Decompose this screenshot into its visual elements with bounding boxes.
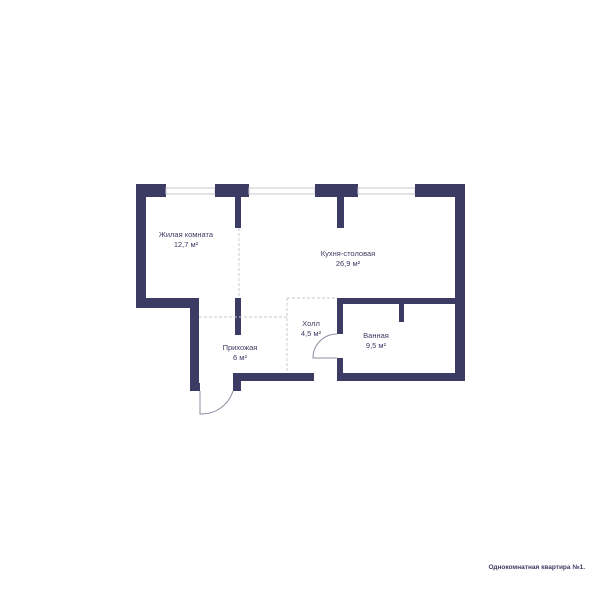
room-area-bath: 9,5 м²: [366, 341, 387, 350]
room-name-kitchen: Кухня-столовая: [321, 249, 375, 258]
bottom-wall-left-stub: [190, 383, 200, 391]
top-wall-right-segment: [415, 184, 465, 197]
partition-living-kitchen-upper: [235, 197, 241, 228]
room-area-entry: 6 м²: [233, 353, 247, 362]
bathroom-left-wall-lower: [337, 358, 343, 381]
entrance-door: [199, 390, 234, 415]
left-wall-lower: [190, 298, 199, 391]
left-wall-upper: [136, 184, 146, 308]
window-2: [248, 187, 316, 195]
bathroom-left-wall-upper: [337, 298, 343, 334]
room-name-hall: Холл: [302, 319, 320, 328]
top-wall-pier-1: [215, 184, 249, 197]
window-1: [165, 187, 216, 195]
room-area-living: 12,7 м²: [174, 240, 199, 249]
room-area-hall: 4,5 м²: [301, 329, 322, 338]
right-wall: [455, 184, 465, 381]
bottom-wall-main-right: [338, 373, 465, 381]
partition-living-kitchen-lower: [235, 298, 241, 335]
bathroom-niche-wall: [399, 298, 404, 322]
top-wall-pier-2: [315, 184, 358, 197]
room-area-kitchen: 26,9 м²: [336, 259, 361, 268]
partition-stub-top: [337, 197, 344, 228]
room-name-bath: Ванная: [363, 331, 389, 340]
bathroom-door: [312, 333, 338, 359]
bottom-wall-main-left: [233, 373, 314, 381]
living-room-bottom-wall: [136, 298, 194, 308]
bottom-wall-jamb: [233, 373, 241, 391]
room-name-living: Жилая комната: [159, 230, 214, 239]
plan-caption: Однокомнатная квартира №1.: [488, 564, 585, 571]
room-name-entry: Прихожая: [223, 343, 258, 352]
window-3: [357, 187, 416, 195]
